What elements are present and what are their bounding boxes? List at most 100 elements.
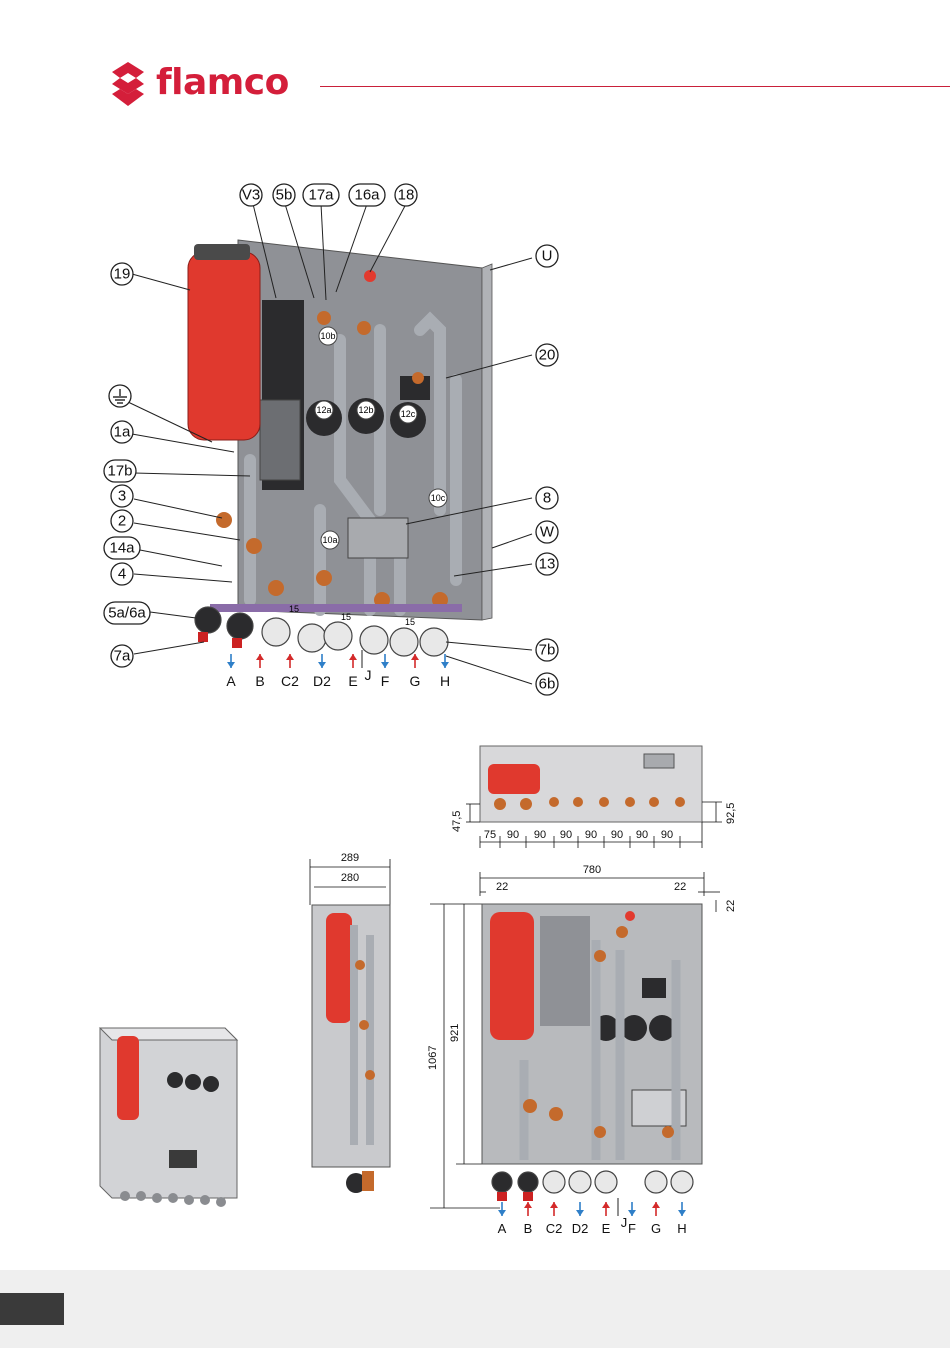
callout-3: 3 (111, 485, 133, 507)
main-port-h: H (440, 673, 450, 689)
label-10c: 10c (429, 489, 447, 507)
front-port-d2: D2 (572, 1221, 589, 1236)
svg-text:14a: 14a (109, 540, 135, 557)
callout-7a: 7a (111, 645, 133, 667)
front-port-h: H (677, 1221, 686, 1236)
ground-icon (109, 385, 131, 407)
main-arrowhead-d2 (318, 662, 326, 668)
dim-280: 280 (341, 872, 359, 884)
dim-780: 780 (583, 864, 601, 876)
front-port-f: F (628, 1221, 636, 1236)
svg-text:7a: 7a (114, 648, 131, 665)
footer-tab (0, 1293, 64, 1325)
front-arrowhead-d2 (576, 1210, 584, 1216)
front-arrowhead-g (652, 1202, 660, 1208)
svg-text:12b: 12b (358, 405, 373, 415)
svg-text:12c: 12c (401, 409, 416, 419)
svg-text:17a: 17a (308, 187, 334, 204)
label-15-c: 15 (405, 617, 415, 627)
side-view: 289 280 (300, 845, 400, 1215)
callout-20: 20 (536, 344, 558, 366)
front-arrowhead-b (524, 1202, 532, 1208)
callout-1a: 1a (111, 421, 133, 443)
front-port-g: G (651, 1221, 661, 1236)
svg-text:2: 2 (118, 513, 126, 530)
svg-text:5a/6a: 5a/6a (108, 605, 146, 622)
dim-92-5: 92,5 (725, 803, 737, 824)
callout-17a: 17a (303, 184, 339, 206)
spacing-label: 90 (560, 829, 572, 841)
dim-22-left: 22 (496, 881, 508, 893)
svg-text:20: 20 (539, 347, 556, 364)
spacing-label: 90 (585, 829, 597, 841)
main-arrowhead-a (227, 662, 235, 668)
brand-name: flamco (156, 62, 289, 103)
dim-47-5: 47,5 (451, 811, 463, 832)
main-port-d2: D2 (313, 673, 331, 689)
svg-text:U: U (542, 248, 553, 265)
svg-text:19: 19 (114, 266, 131, 283)
spacing-label: 90 (636, 829, 648, 841)
footer-band (0, 1270, 950, 1348)
front-port-b: B (524, 1221, 533, 1236)
main-port-g: G (410, 673, 421, 689)
callout-5b: 5b (273, 184, 295, 206)
front-port-e: E (602, 1221, 611, 1236)
top-dimension-view: 47,5 92,5 75 90 90 90 90 90 90 90 (440, 740, 740, 870)
svg-text:3: 3 (118, 488, 126, 505)
label-15-b: 15 (341, 612, 351, 622)
svg-text:13: 13 (539, 556, 556, 573)
svg-text:V3: V3 (242, 187, 260, 204)
svg-text:10a: 10a (322, 535, 337, 545)
main-port-c2: C2 (281, 673, 299, 689)
label-10b: 10b (319, 327, 337, 345)
svg-text:18: 18 (398, 187, 415, 204)
main-port-a: A (226, 673, 236, 689)
spacing-label: 75 (484, 829, 496, 841)
svg-text:W: W (540, 524, 555, 541)
spacing-label: 90 (507, 829, 519, 841)
callout-17b: 17b (104, 460, 136, 482)
label-10a: 10a (321, 531, 339, 549)
flamco-logo-icon (106, 60, 152, 108)
main-port-b: B (255, 673, 264, 689)
callout-2: 2 (111, 510, 133, 532)
front-port-a: A (498, 1221, 507, 1236)
callout-V3: V3 (240, 184, 262, 206)
dim-22-top: 22 (725, 900, 737, 912)
front-arrowhead-e (602, 1202, 610, 1208)
label-12b: 12b (357, 401, 375, 419)
main-port-e: E (348, 673, 357, 689)
main-arrowhead-f (381, 662, 389, 668)
callout-7b: 7b (536, 639, 558, 661)
front-arrowhead-h (678, 1210, 686, 1216)
spacing-label: 90 (661, 829, 673, 841)
label-12a: 12a (315, 401, 333, 419)
svg-text:4: 4 (118, 566, 126, 583)
svg-text:6b: 6b (539, 676, 556, 693)
main-port-f: F (381, 673, 390, 689)
svg-text:7b: 7b (539, 642, 556, 659)
spacing-label: 90 (611, 829, 623, 841)
callout-U: U (536, 245, 558, 267)
svg-text:10c: 10c (431, 493, 446, 503)
dim-289: 289 (341, 852, 359, 864)
perspective-thumbnail (95, 1020, 245, 1220)
front-port-j: J (621, 1215, 628, 1230)
svg-text:1a: 1a (114, 424, 131, 441)
svg-text:12a: 12a (316, 405, 331, 415)
front-arrowhead-a (498, 1210, 506, 1216)
spacing-label: 90 (534, 829, 546, 841)
svg-text:5b: 5b (276, 187, 293, 204)
label-15-a: 15 (289, 604, 299, 614)
main-arrowhead-h (441, 662, 449, 668)
callout-13: 13 (536, 553, 558, 575)
callout-8: 8 (536, 487, 558, 509)
callout-6b: 6b (536, 673, 558, 695)
callout-W: W (536, 521, 558, 543)
dim-22-right: 22 (674, 881, 686, 893)
svg-text:16a: 16a (354, 187, 380, 204)
callout-5a6a: 5a/6a (104, 602, 150, 624)
